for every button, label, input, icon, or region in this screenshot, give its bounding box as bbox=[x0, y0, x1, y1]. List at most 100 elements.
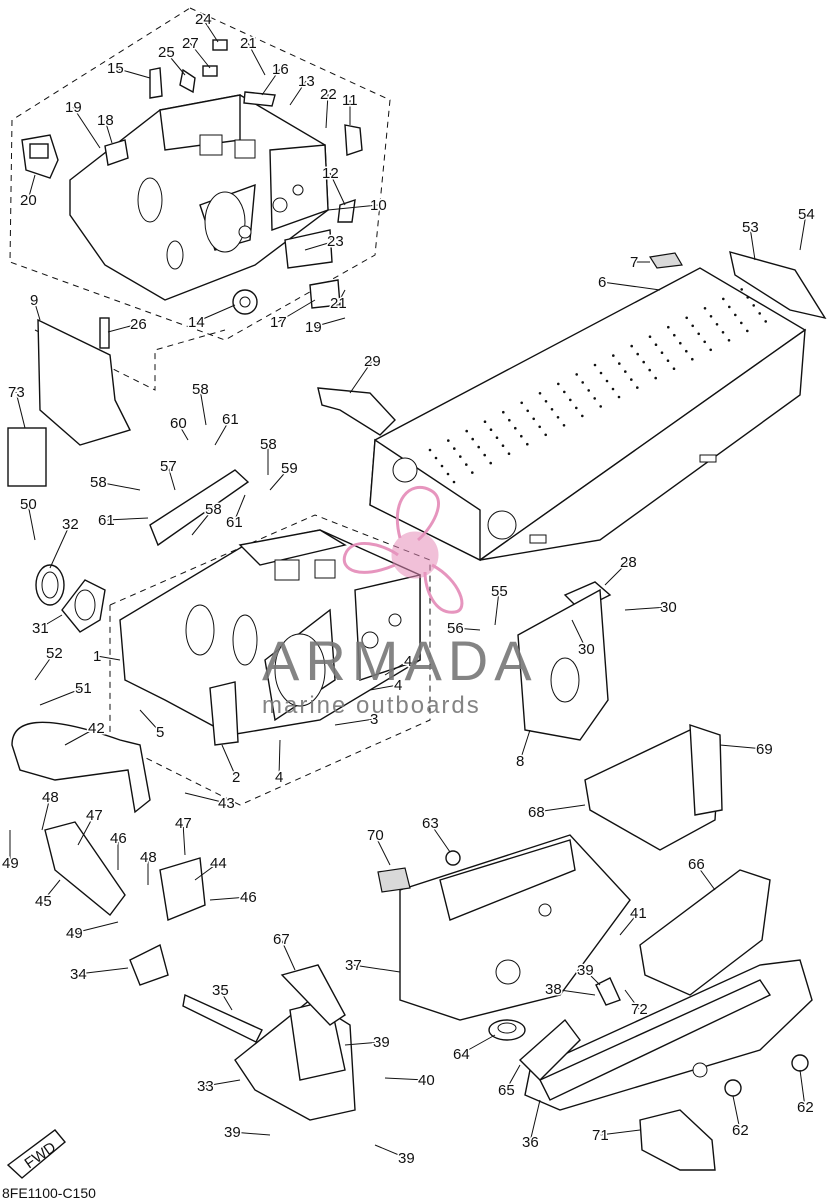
tunnel-hole bbox=[728, 305, 731, 309]
leader-line bbox=[374, 1144, 407, 1159]
bracket-44 bbox=[159, 857, 206, 921]
callout-number: 47 bbox=[86, 807, 103, 824]
leader-line bbox=[552, 988, 596, 996]
tunnel-hole bbox=[452, 480, 456, 484]
main-frame-assembly bbox=[119, 529, 421, 736]
leader-line bbox=[327, 204, 379, 211]
leader-line bbox=[599, 1129, 641, 1136]
bracket-11 bbox=[344, 124, 363, 156]
tunnel-hole bbox=[746, 329, 749, 333]
tunnel-hole bbox=[495, 436, 499, 440]
tunnel-hole bbox=[764, 320, 767, 323]
skid-plate-33 bbox=[234, 999, 356, 1121]
callout-number: 41 bbox=[630, 905, 647, 922]
tunnel-hole bbox=[471, 471, 474, 474]
callout-number: 63 bbox=[422, 815, 439, 832]
tunnel-hole bbox=[562, 424, 566, 427]
leader-line bbox=[165, 51, 186, 76]
leader-line bbox=[505, 1064, 521, 1091]
leader-line bbox=[195, 304, 236, 323]
leader-line bbox=[139, 709, 161, 733]
leader-line bbox=[624, 989, 640, 1010]
tunnel-hole bbox=[483, 453, 487, 457]
tunnel-hole bbox=[453, 447, 456, 450]
tunnel-hole bbox=[581, 414, 584, 418]
callout-number: 70 bbox=[367, 827, 384, 844]
callout-number: 12 bbox=[322, 165, 339, 182]
leader-line bbox=[247, 42, 266, 76]
callout-number: 40 bbox=[418, 1072, 435, 1089]
leader-lines bbox=[9, 18, 807, 1159]
callout-number: 46 bbox=[240, 889, 257, 906]
callout-number: 27 bbox=[182, 35, 199, 52]
callout-number: 21 bbox=[330, 295, 347, 312]
leader-line bbox=[719, 744, 765, 750]
tunnel-hole bbox=[679, 341, 682, 345]
leader-line bbox=[64, 727, 97, 746]
callout-number: 17 bbox=[270, 314, 287, 331]
tunnel-hole bbox=[508, 418, 511, 422]
callout-number: 49 bbox=[2, 855, 19, 872]
callout-number: 58 bbox=[192, 381, 209, 398]
tunnel-hole bbox=[654, 376, 657, 380]
tunnel-hole bbox=[471, 437, 475, 441]
callout-number: 62 bbox=[797, 1099, 814, 1116]
callout-number: 10 bbox=[370, 197, 387, 214]
leader-line bbox=[209, 896, 249, 901]
callout-number: 7 bbox=[630, 254, 638, 271]
bracket-45 bbox=[44, 821, 126, 917]
tunnel-hole bbox=[526, 409, 529, 413]
tunnel-hole bbox=[556, 416, 560, 419]
tunnel-hole bbox=[526, 442, 529, 446]
callout-number: 61 bbox=[98, 512, 115, 529]
bracket-16 bbox=[243, 91, 276, 107]
tunnel-hole bbox=[514, 426, 517, 430]
tunnel-hole bbox=[685, 316, 688, 320]
leader-line bbox=[384, 1077, 427, 1081]
tunnel-hole bbox=[703, 340, 706, 344]
callout-number: 65 bbox=[498, 1082, 515, 1099]
tunnel-hole bbox=[538, 392, 542, 395]
tunnel-hole bbox=[544, 433, 547, 437]
callout-number: 39 bbox=[224, 1124, 241, 1141]
tunnel-hole bbox=[740, 288, 743, 291]
leader-line bbox=[454, 627, 481, 631]
tunnel-hole bbox=[575, 373, 578, 376]
callout-number: 61 bbox=[222, 411, 239, 428]
leader-line bbox=[277, 299, 316, 323]
callout-number: 30 bbox=[660, 599, 677, 616]
callout-number: 28 bbox=[620, 554, 637, 571]
leader-line bbox=[177, 422, 189, 441]
leader-line bbox=[374, 834, 391, 866]
leader-line bbox=[202, 18, 219, 43]
tunnel-hole bbox=[709, 315, 713, 318]
callout-number: 38 bbox=[545, 981, 562, 998]
leader-line bbox=[27, 503, 36, 541]
callout-number: 60 bbox=[170, 415, 187, 432]
tunnel-hole bbox=[709, 348, 712, 352]
callout-number: 26 bbox=[130, 316, 147, 333]
brace-57 bbox=[149, 469, 250, 547]
callout-number: 39 bbox=[398, 1150, 415, 1167]
callout-number: 72 bbox=[631, 1001, 648, 1018]
leader-line bbox=[799, 213, 807, 251]
leader-line bbox=[182, 822, 186, 856]
upper-frame-boundary bbox=[9, 7, 391, 341]
tunnel-hole bbox=[660, 351, 664, 355]
leader-line bbox=[369, 684, 399, 691]
callout-number: 20 bbox=[20, 192, 37, 209]
bracket-38 bbox=[595, 977, 621, 1006]
callout-number: 8 bbox=[516, 753, 524, 770]
bumper-42 bbox=[11, 721, 151, 814]
callout-number: 1 bbox=[93, 648, 101, 665]
tunnel-hole bbox=[630, 378, 633, 381]
callout-number: 58 bbox=[260, 436, 277, 453]
tunnel-hole bbox=[502, 410, 505, 414]
leader-line bbox=[280, 938, 296, 971]
callout-number: 52 bbox=[46, 645, 63, 662]
callout-number: 14 bbox=[188, 314, 205, 331]
leader-line bbox=[261, 68, 281, 96]
tunnel-hole bbox=[440, 464, 444, 468]
watermark-logo-icon bbox=[342, 486, 464, 614]
leader-line bbox=[325, 93, 329, 129]
